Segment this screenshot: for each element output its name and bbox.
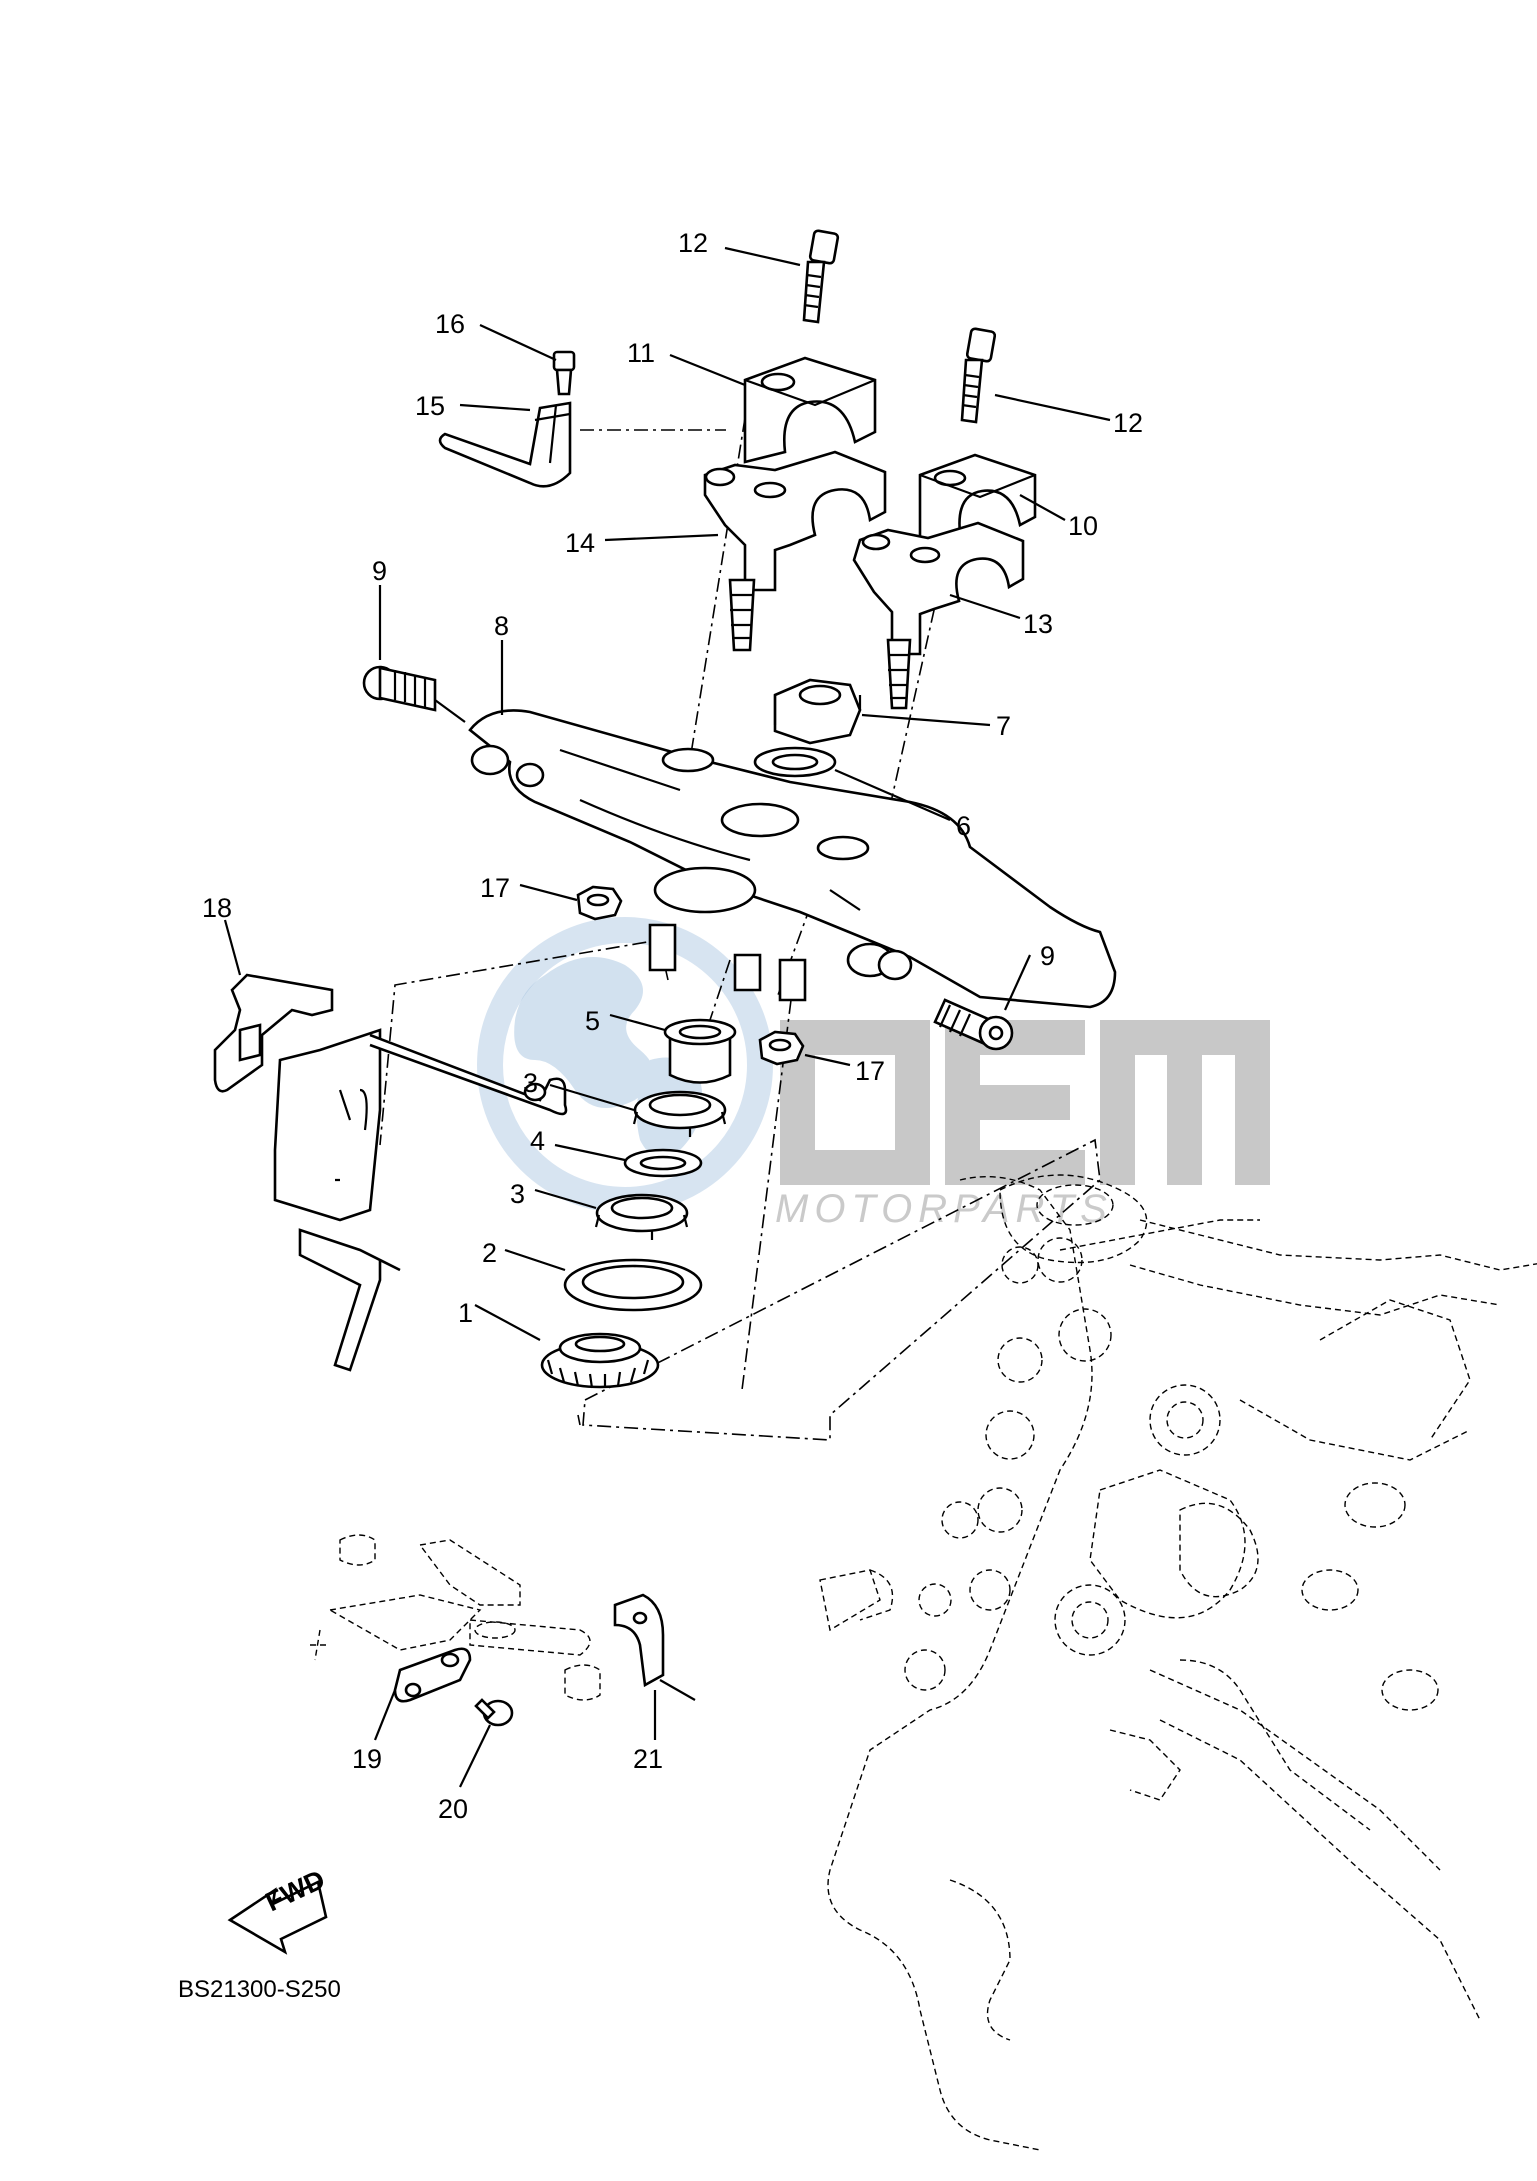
- bolt-9-left[interactable]: [362, 665, 466, 723]
- washer-6[interactable]: [753, 746, 837, 778]
- nut-17-left[interactable]: [576, 885, 623, 921]
- watermark-letter-e: [945, 1020, 1085, 1185]
- callout-21: 21: [633, 1744, 663, 1774]
- forward-arrow: FWD: [227, 1864, 329, 1955]
- lower-handlebar-holder-13[interactable]: [852, 521, 1025, 710]
- callout-18: 18: [202, 893, 232, 923]
- callout-8: 8: [494, 611, 509, 641]
- callout-19: 19: [352, 1744, 382, 1774]
- bolt-16[interactable]: [552, 350, 576, 396]
- collar-5[interactable]: [663, 1018, 737, 1084]
- meter-bracket-18[interactable]: [213, 973, 568, 1372]
- lock-washer-4[interactable]: [623, 1148, 703, 1178]
- leader-lines: [223, 246, 1111, 1788]
- callout-9-right: 9: [1040, 941, 1055, 971]
- watermark-letters: [780, 1020, 1270, 1185]
- nut-17-right[interactable]: [758, 1030, 805, 1066]
- bracket-15[interactable]: [438, 401, 572, 488]
- bracket-21[interactable]: [613, 1593, 696, 1701]
- callout-12-right: 12: [1113, 408, 1143, 438]
- callout-3-lower: 3: [510, 1179, 525, 1209]
- callout-13: 13: [1023, 609, 1053, 639]
- callout-15: 15: [415, 391, 445, 421]
- bearing-1[interactable]: [540, 1332, 660, 1389]
- lower-handlebar-holder-14[interactable]: [703, 450, 887, 652]
- watermark-letter-m: [1100, 1020, 1270, 1185]
- callout-17-right: 17: [855, 1056, 885, 1086]
- bearing-cover-2[interactable]: [563, 1258, 703, 1312]
- callout-labels: 12 12 16 11 15 10 14 13 9 8 7 6 17 18 9 …: [202, 228, 1143, 1824]
- watermark-subtext: MOTORPARTS: [775, 1187, 1113, 1231]
- callout-11: 11: [627, 338, 655, 368]
- bolt-9-right[interactable]: [933, 998, 1014, 1051]
- upper-bracket-8[interactable]: [468, 709, 1117, 1009]
- steering-stem-nut-7[interactable]: [773, 678, 862, 745]
- diagram-code: BS21300-S250: [178, 1976, 341, 2003]
- callout-1: 1: [458, 1298, 473, 1328]
- callout-7: 7: [996, 711, 1011, 741]
- ring-nut-3-lower[interactable]: [594, 1193, 689, 1240]
- upper-handlebar-holder-10[interactable]: [918, 453, 1037, 543]
- upper-handlebar-holder-11[interactable]: [743, 356, 877, 464]
- callout-6: 6: [956, 811, 971, 841]
- callout-2: 2: [482, 1238, 497, 1268]
- callout-3-upper: 3: [523, 1068, 538, 1098]
- screw-20[interactable]: [474, 1698, 514, 1727]
- callout-4: 4: [530, 1126, 545, 1156]
- callout-14: 14: [565, 528, 595, 558]
- callout-9-left: 9: [372, 556, 387, 586]
- callout-10: 10: [1068, 511, 1098, 541]
- callout-5: 5: [585, 1006, 600, 1036]
- callout-17-left: 17: [480, 873, 510, 903]
- callout-12-upper: 12: [678, 228, 708, 258]
- callout-16: 16: [435, 309, 465, 339]
- callout-20: 20: [438, 1794, 468, 1824]
- ring-nut-3-upper[interactable]: [632, 1090, 727, 1137]
- bolt-12-right[interactable]: [960, 327, 997, 424]
- bracket-19[interactable]: [393, 1647, 472, 1703]
- bolt-12-left[interactable]: [802, 229, 840, 324]
- main-frame: [819, 1174, 1537, 2151]
- inset-frame-ghost: [310, 1534, 601, 1701]
